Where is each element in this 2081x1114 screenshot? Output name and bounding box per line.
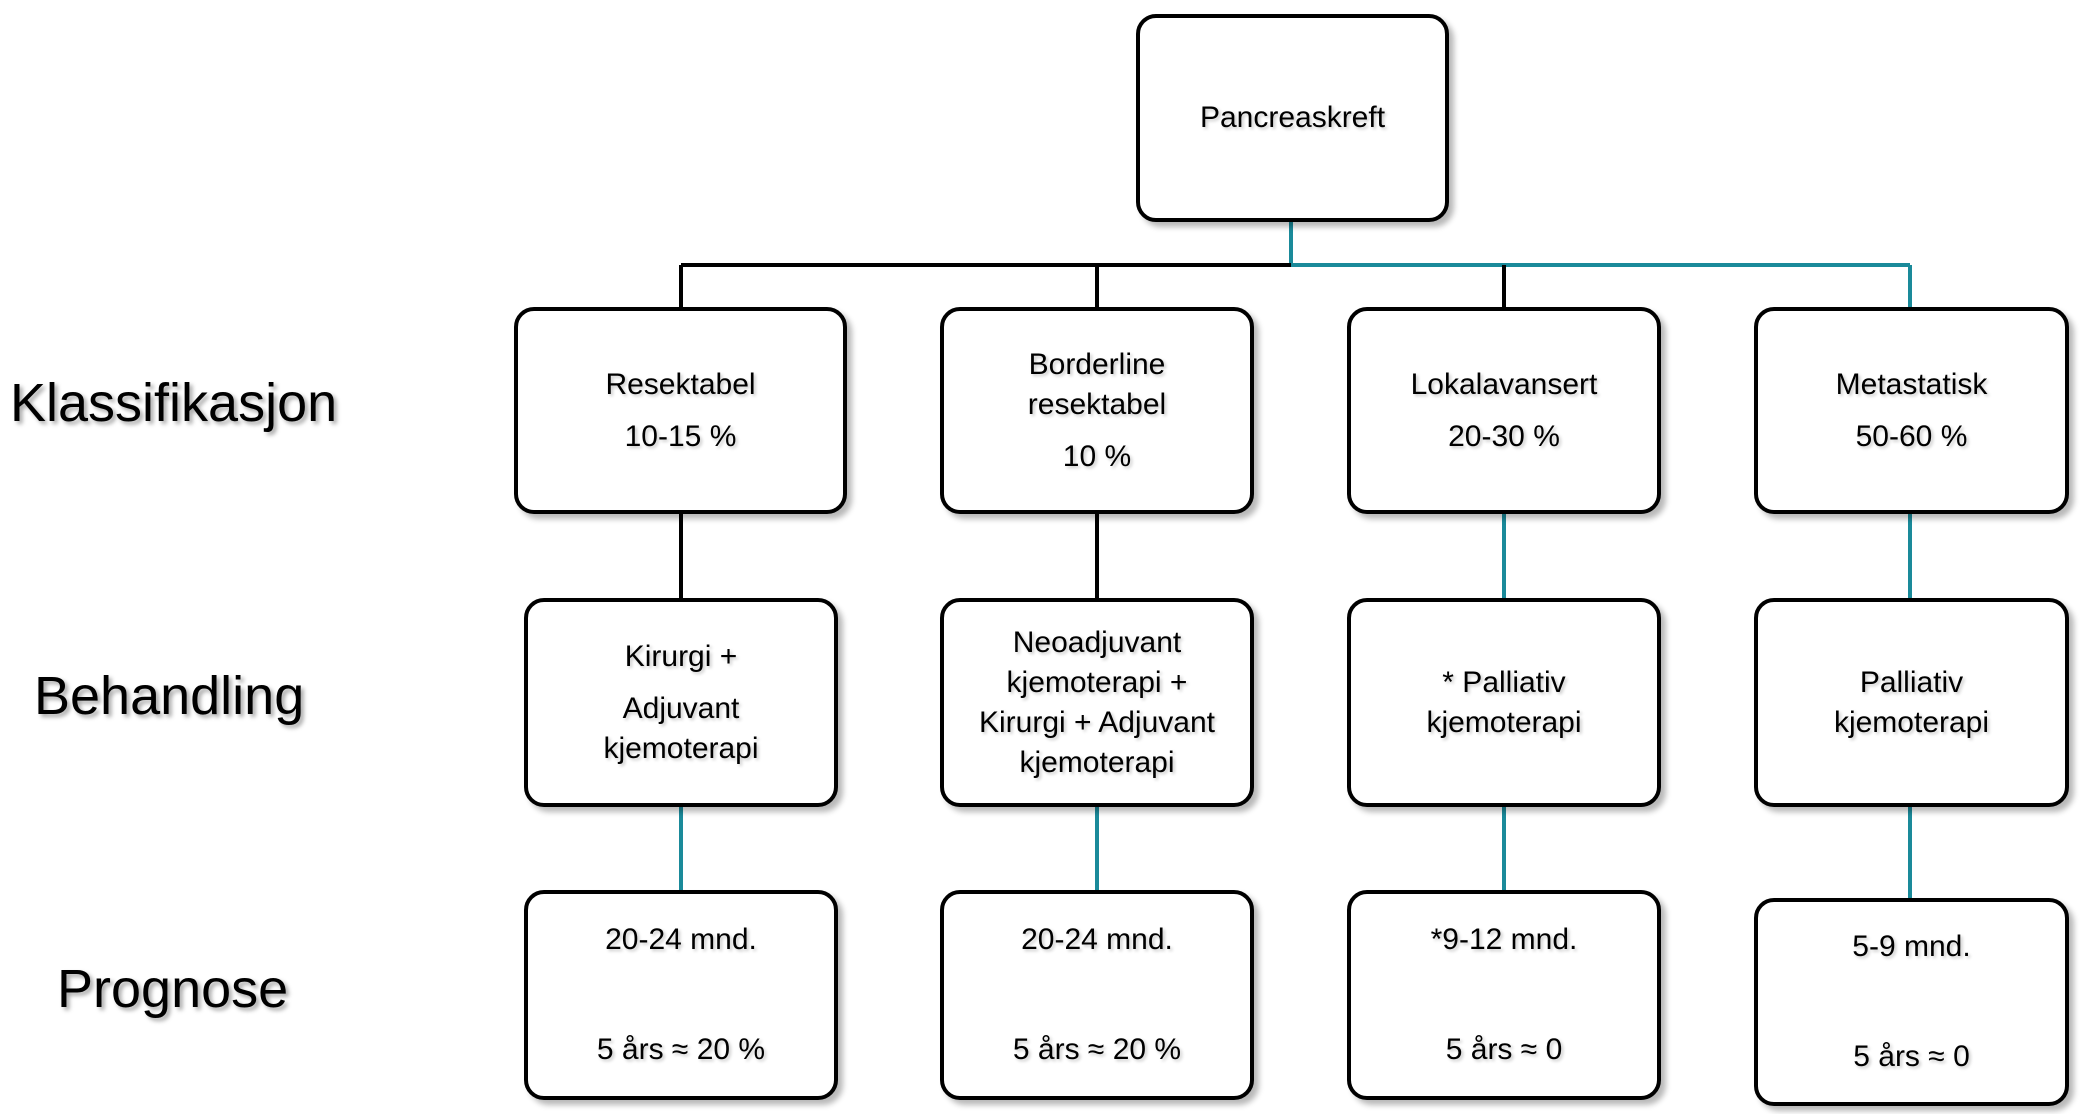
row-label-treatment: Behandling: [34, 666, 305, 726]
classification-node-lokalavansert: Lokalavansert 20-30 %: [1347, 307, 1661, 514]
treatment-node-3: * Palliativ kjemoterapi: [1347, 598, 1661, 807]
treatment-line: kjemoterapi: [1019, 745, 1175, 779]
prognosis-survival: 20-24 mnd.: [1021, 923, 1173, 956]
treatment-line: kjemoterapi +: [1006, 665, 1188, 699]
classification-name: Lokalavansert: [1410, 367, 1598, 401]
treatment-line: kjemoterapi: [603, 731, 759, 765]
treatment-line: Adjuvant: [622, 691, 740, 725]
classification-node-borderline: Borderline resektabel 10 %: [940, 307, 1254, 514]
treatment-line: Palliativ: [1859, 665, 1964, 699]
prognosis-node-2: 20-24 mnd. 5 års ≈ 20 %: [940, 890, 1254, 1100]
classification-name: Borderline: [1028, 347, 1166, 381]
prognosis-five-year: 5 års ≈ 20 %: [1012, 1033, 1182, 1066]
treatment-line: Kirurgi +: [624, 639, 738, 673]
treatment-node-1: Kirurgi + Adjuvant kjemoterapi: [524, 598, 838, 807]
row-label-classification: Klassifikasjon: [10, 373, 338, 433]
prognosis-five-year: 5 års ≈ 0: [1853, 1040, 1970, 1073]
classification-name: Resektabel: [605, 367, 756, 401]
treatment-node-4: Palliativ kjemoterapi: [1754, 598, 2069, 807]
treatment-node-2: Neoadjuvant kjemoterapi + Kirurgi + Adju…: [940, 598, 1254, 807]
classification-share: 20-30 %: [1448, 419, 1560, 453]
classification-name-line2: resektabel: [1027, 387, 1167, 421]
prognosis-survival: 5-9 mnd.: [1852, 930, 1971, 963]
classification-node-resektabel: Resektabel 10-15 %: [514, 307, 847, 514]
root-node: Pancreaskreft: [1136, 14, 1449, 222]
prognosis-node-4: 5-9 mnd. 5 års ≈ 0: [1754, 898, 2069, 1106]
classification-share: 10 %: [1062, 439, 1132, 473]
prognosis-five-year: 5 års ≈ 0: [1445, 1033, 1563, 1066]
treatment-line: Kirurgi + Adjuvant: [979, 705, 1215, 739]
prognosis-node-1: 20-24 mnd. 5 års ≈ 20 %: [524, 890, 838, 1100]
classification-node-metastatisk: Metastatisk 50-60 %: [1754, 307, 2069, 514]
row-label-prognosis: Prognose: [57, 959, 289, 1019]
treatment-line: * Palliativ: [1442, 665, 1566, 699]
prognosis-survival: *9-12 mnd.: [1430, 923, 1578, 956]
prognosis-node-3: *9-12 mnd. 5 års ≈ 0: [1347, 890, 1661, 1100]
prognosis-survival: 20-24 mnd.: [605, 923, 757, 956]
treatment-line: kjemoterapi: [1426, 705, 1582, 739]
classification-share: 50-60 %: [1855, 419, 1968, 453]
root-label: Pancreaskreft: [1199, 101, 1386, 134]
classification-share: 10-15 %: [624, 419, 737, 453]
treatment-line: Neoadjuvant: [1012, 625, 1182, 659]
classification-name: Metastatisk: [1835, 367, 1988, 401]
prognosis-five-year: 5 års ≈ 20 %: [596, 1033, 766, 1066]
treatment-line: kjemoterapi: [1833, 705, 1990, 739]
